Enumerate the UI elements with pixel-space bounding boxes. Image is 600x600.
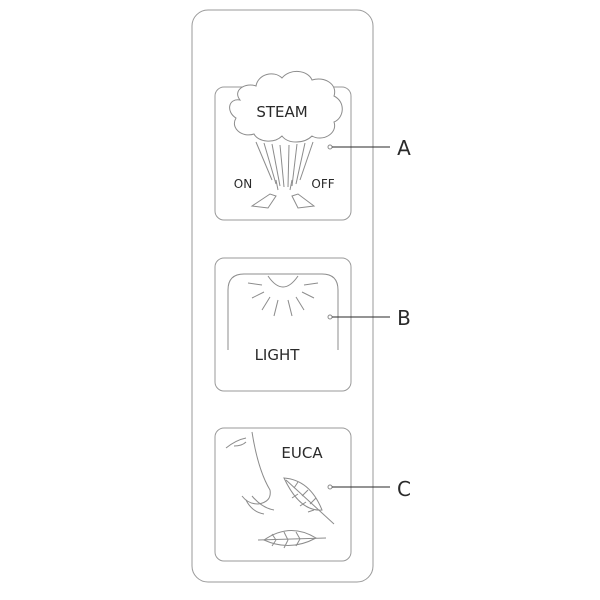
light-button[interactable]: LIGHT [214,257,352,392]
steam-off-label: OFF [311,177,334,191]
steam-label: STEAM [256,103,307,121]
callout-a: A [397,136,411,160]
breath-lines-icon [245,495,275,515]
steam-indicator-led [327,144,333,150]
steam-button[interactable]: STEAM ON OFF [214,71,352,221]
control-panel-frame [191,9,374,583]
euca-button-frame [214,427,352,562]
euca-button[interactable]: EUCA [214,427,352,562]
steam-nozzle-right-icon [291,193,316,209]
euca-label: EUCA [281,444,323,462]
steam-cloud-icon [229,71,343,143]
light-indicator-led [327,314,333,320]
light-button-frame [214,257,352,392]
leaf-icon [283,477,335,525]
callout-b: B [397,306,411,330]
light-housing-icon [227,273,339,350]
light-label: LIGHT [255,346,301,364]
callout-c: C [397,477,411,501]
euca-indicator-led [327,484,333,490]
nose-icon [225,431,271,505]
steam-nozzle-left-icon [250,193,277,209]
steam-on-label: ON [234,177,252,191]
steam-jets-icon [255,141,314,191]
light-bulb-icon [267,275,299,288]
light-rays-icon [247,282,319,317]
leaf-icon-2 [257,530,327,549]
